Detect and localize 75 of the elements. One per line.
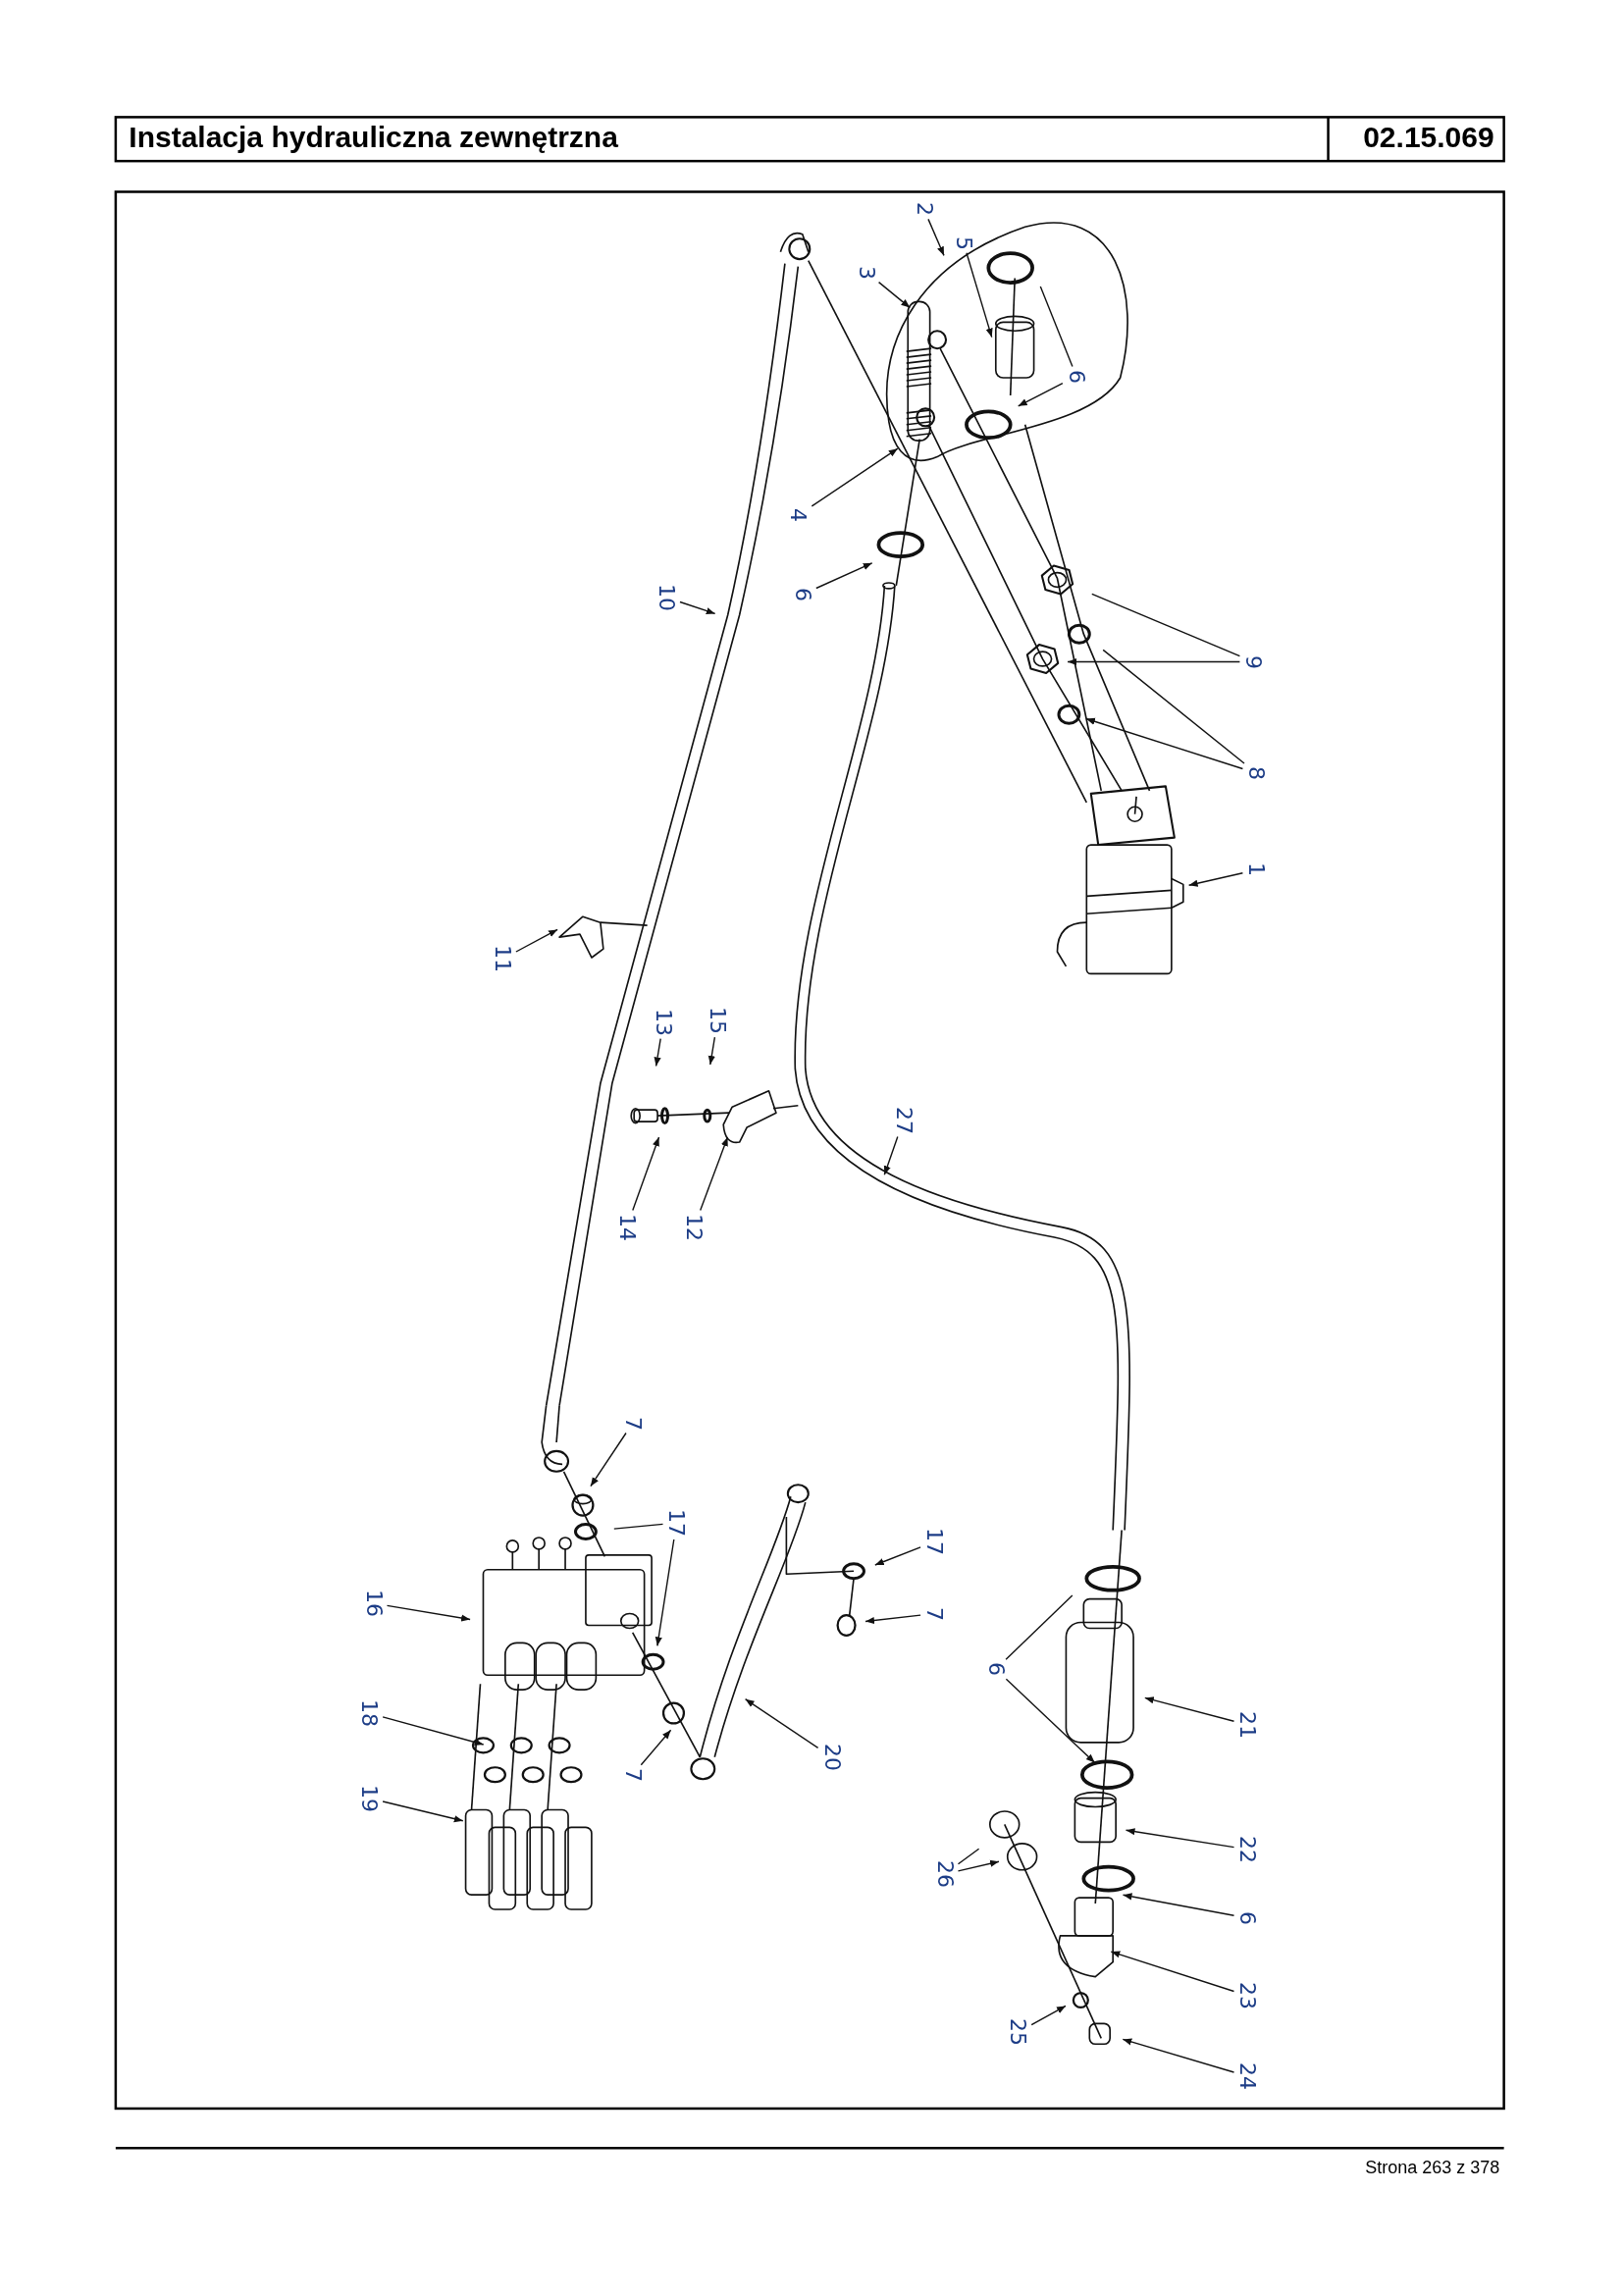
callout-number: 13 — [653, 1008, 674, 1036]
leader-line — [957, 1859, 1000, 1872]
callout-number: 9 — [1242, 654, 1265, 669]
leader-line — [877, 281, 911, 309]
callout-number: 7 — [621, 1767, 644, 1782]
callout-number: 12 — [683, 1213, 706, 1241]
leader-line — [815, 562, 873, 590]
callout-number: 6 — [1236, 1910, 1259, 1925]
callout-number: 20 — [820, 1743, 843, 1771]
leader-line — [957, 1848, 980, 1865]
leader-line — [1018, 383, 1064, 407]
leader-line — [1091, 593, 1241, 657]
leader-line — [864, 1614, 921, 1625]
callout-number: 5 — [952, 235, 974, 250]
leader-line — [386, 1604, 471, 1622]
leader-line — [1122, 2038, 1235, 2073]
callout-number: 7 — [621, 1416, 644, 1431]
leader-line — [382, 1800, 464, 1823]
callout-number: 4 — [787, 508, 810, 523]
leader-line — [1122, 1893, 1235, 1916]
leader-line — [613, 1523, 664, 1530]
leader-line — [744, 1698, 819, 1749]
callout-number: 6 — [791, 587, 813, 601]
callout-number: 26 — [933, 1860, 956, 1889]
leader-line — [927, 218, 945, 257]
callout-number: 3 — [856, 265, 878, 280]
leader-line — [1067, 657, 1241, 666]
callout-number: 2 — [913, 202, 935, 217]
leader-line — [811, 447, 899, 507]
leader-line — [1102, 649, 1245, 764]
leader-line — [515, 928, 558, 953]
document-number: 02.15.069 — [1363, 123, 1494, 153]
callout-number: 8 — [1245, 765, 1268, 780]
leader-line — [382, 1716, 485, 1747]
callout-number: 17 — [923, 1528, 946, 1556]
leader-line — [1110, 1951, 1235, 1993]
leader-line — [679, 600, 716, 615]
leader-line — [966, 252, 993, 339]
leader-line — [632, 1136, 660, 1212]
leader-line — [1030, 2005, 1067, 2026]
leader-line — [655, 1539, 675, 1647]
page-number: Strona 263 z 378 — [1365, 2158, 1500, 2176]
callout-number: 24 — [1236, 2062, 1259, 2091]
leader-line — [640, 1729, 672, 1766]
leader-line — [1125, 1828, 1235, 1849]
leader-line — [700, 1136, 729, 1212]
callout-number: 11 — [491, 945, 513, 973]
leader-line — [883, 1135, 899, 1175]
leader-line — [590, 1432, 627, 1487]
callout-number: 21 — [1236, 1710, 1259, 1739]
callout-number: 6 — [1065, 369, 1087, 384]
callout-number: 16 — [362, 1590, 385, 1618]
leader-line — [1187, 872, 1244, 887]
callout-number: 10 — [655, 583, 677, 611]
page-title: Instalacja hydrauliczna zewnętrzna — [129, 123, 618, 153]
leader-line — [654, 1037, 661, 1068]
callout-number: 27 — [892, 1106, 915, 1134]
callout-number: 23 — [1236, 1982, 1259, 2010]
callout-number: 1 — [1245, 862, 1268, 877]
callout-number: 15 — [707, 1007, 729, 1035]
leader-line — [1144, 1696, 1235, 1722]
callout-number: 14 — [615, 1213, 638, 1241]
callout-number: 7 — [923, 1606, 946, 1621]
leader-line — [1085, 717, 1244, 770]
leader-line — [874, 1546, 921, 1566]
callout-number: 17 — [665, 1509, 688, 1537]
callout-number: 19 — [358, 1784, 381, 1812]
callout-number: 6 — [984, 1662, 1007, 1677]
callout-number: 25 — [1007, 2018, 1029, 2047]
leader-line — [707, 1036, 716, 1066]
callout-number: 18 — [358, 1699, 381, 1728]
leader-line — [1039, 286, 1074, 368]
callout-number: 22 — [1236, 1835, 1259, 1863]
leader-line — [1005, 1594, 1074, 1660]
leader-line — [1005, 1678, 1096, 1764]
